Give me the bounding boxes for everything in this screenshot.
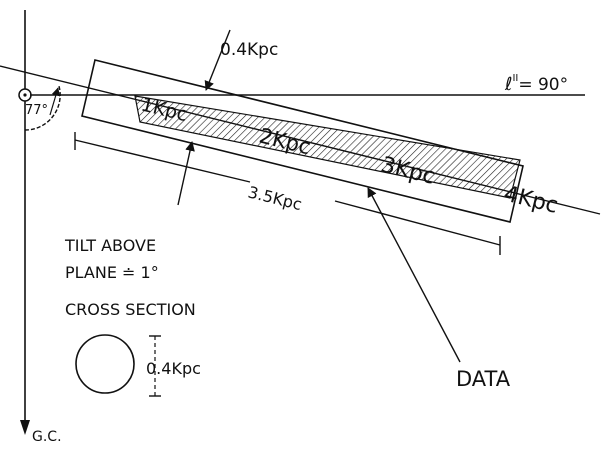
longitude-value: = 90° xyxy=(518,75,568,95)
length-label: 3.5Kpc xyxy=(246,182,304,214)
length-dim-line-2 xyxy=(334,200,501,246)
width-top-arrow xyxy=(204,29,231,91)
longitude-label: ℓII= 90° xyxy=(504,73,568,95)
width-bottom-arrow xyxy=(177,141,195,206)
distance-4-label: 4Kpc xyxy=(502,182,561,219)
data-region xyxy=(134,95,521,199)
sun-dot-icon xyxy=(23,93,27,97)
longitude-main: ℓ xyxy=(504,74,512,95)
longitude-sup: II xyxy=(512,73,518,84)
angle-arrow xyxy=(49,87,60,116)
gc-arrow-icon xyxy=(20,420,30,435)
tilt-label-2: PLANE ≐ 1° xyxy=(65,263,159,282)
galactic-center-label: G.C. xyxy=(32,429,62,445)
model-rectangle xyxy=(81,59,524,223)
length-dim-line-1 xyxy=(74,139,251,183)
width-top-label: 0.4Kpc xyxy=(220,40,278,60)
data-label: DATA xyxy=(456,367,511,391)
angle-label: 77° xyxy=(25,103,48,118)
cross-section-size-label: 0.4Kpc xyxy=(146,359,201,378)
cross-section-label: CROSS SECTION xyxy=(65,300,196,319)
cross-section-circle xyxy=(75,334,135,394)
tilt-label-1: TILT ABOVE xyxy=(64,236,156,255)
angle-arc xyxy=(24,85,61,131)
data-pointer-line xyxy=(367,187,461,363)
